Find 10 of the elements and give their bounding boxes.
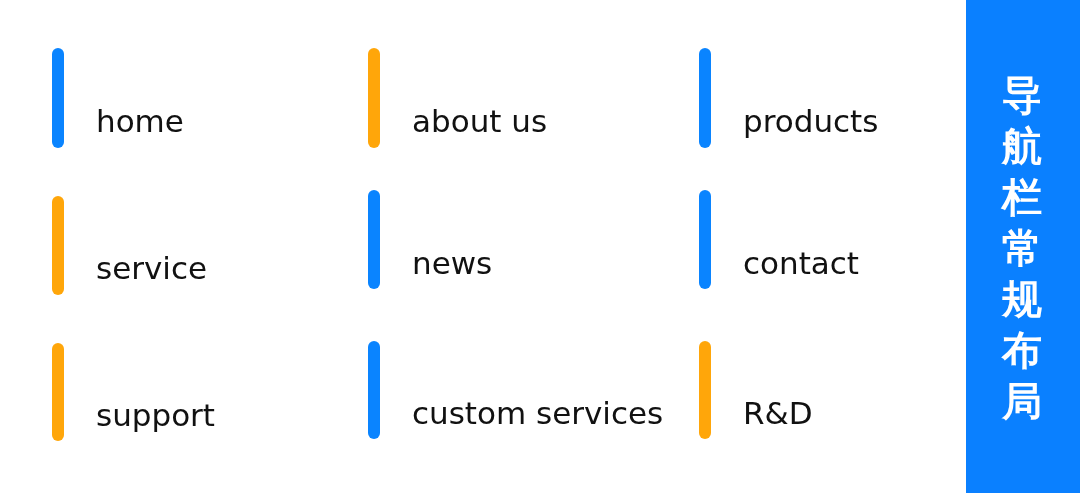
nav-item-label: custom services bbox=[412, 398, 664, 429]
nav-item-label: service bbox=[96, 253, 208, 284]
nav-item-label: home bbox=[96, 106, 184, 137]
nav-item-label: about us bbox=[412, 106, 548, 137]
nav-item-label: news bbox=[412, 248, 493, 279]
nav-item-label: contact bbox=[743, 248, 859, 279]
nav-item-label: support bbox=[96, 400, 216, 431]
nav-item-label: products bbox=[743, 106, 879, 137]
nav-item-label: R&D bbox=[743, 398, 813, 429]
title: 导航栏常规布局 bbox=[1002, 71, 1043, 426]
